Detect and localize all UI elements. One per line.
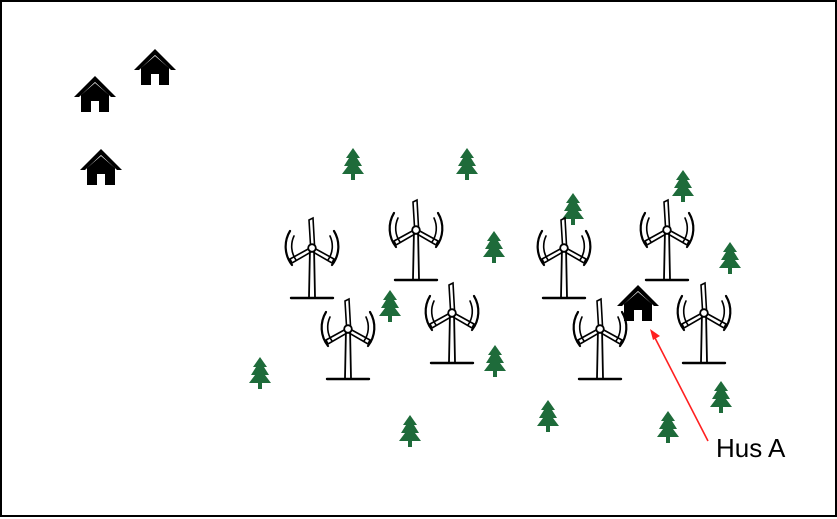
- wind-turbine-icon: [390, 200, 443, 280]
- wind-turbine-icon: [426, 283, 479, 363]
- annotation-label: Hus A: [716, 433, 786, 463]
- tree-icon: [672, 170, 694, 202]
- tree-icon: [537, 400, 559, 432]
- wind-turbine-icon: [678, 283, 731, 363]
- tree-icon: [719, 242, 741, 274]
- tree-icon: [456, 148, 478, 180]
- annotation-arrow: [650, 329, 708, 441]
- house-icon: [74, 76, 116, 112]
- wind-turbine-icon: [538, 218, 591, 298]
- tree-icon: [249, 357, 271, 389]
- house-icon: [80, 149, 122, 185]
- tree-icon: [379, 290, 401, 322]
- house-icon: [134, 49, 176, 85]
- tree-icon: [483, 231, 505, 263]
- wind-turbine-icon: [322, 299, 375, 379]
- tree-icon: [484, 345, 506, 377]
- wind-turbine-icon: [286, 218, 339, 298]
- tree-icon: [399, 415, 421, 447]
- tree-icon: [710, 381, 732, 413]
- wind-turbine-icon: [574, 299, 627, 379]
- tree-icon: [342, 148, 364, 180]
- tree-icon: [657, 411, 679, 443]
- wind-turbine-icon: [641, 200, 694, 280]
